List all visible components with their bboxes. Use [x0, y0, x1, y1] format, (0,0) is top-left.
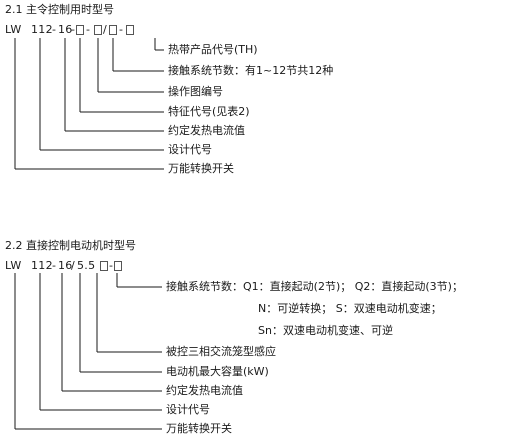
- s1-label-design: 设计代号: [168, 143, 212, 156]
- s2-code-capacity: 5.5: [77, 259, 96, 272]
- s1-placeholder-feature: [76, 25, 84, 35]
- s1-code-sep4: -: [119, 23, 124, 36]
- s2-label-capacity: 电动机最大容量(kW): [166, 365, 269, 378]
- s1-code-slash: /: [103, 23, 108, 36]
- s2-placeholder-contacts-b: [114, 261, 122, 271]
- s1-code-current: 16: [58, 23, 73, 36]
- s2-code-sep2: -: [109, 259, 114, 272]
- s1-code-sep3: -: [86, 23, 91, 36]
- s1-label-feature: 特征代号(见表2): [168, 105, 250, 118]
- s2-label-contacts-line2: N：可逆转换； S：双速电动机变速；: [258, 302, 442, 315]
- s1-label-contacts: 接触系统节数：有1~12节共12种: [168, 64, 334, 77]
- s1-label-switch: 万能转换开关: [168, 162, 234, 175]
- s1-placeholder-contacts: [109, 25, 117, 35]
- s2-label-current: 约定发热电流值: [166, 384, 243, 397]
- s2-code-series: 112: [31, 259, 53, 272]
- s1-placeholder-diagram: [94, 25, 102, 35]
- s1-code-prefix: LW: [5, 23, 22, 36]
- s2-label-design: 设计代号: [166, 403, 210, 416]
- s1-placeholder-th: [126, 25, 134, 35]
- section1-heading: 2.1 主令控制用时型号: [5, 3, 114, 16]
- s2-placeholder-contacts-a: [100, 261, 108, 271]
- s2-code-sep1: -: [52, 259, 57, 272]
- section2-heading: 2.2 直接控制电动机时型号: [5, 239, 136, 252]
- s2-label-switch: 万能转换开关: [166, 422, 232, 435]
- s2-label-contacts-line1: 接触系统节数：Q1：直接起动(2节)； Q2：直接起动(3节)；: [166, 280, 463, 293]
- s1-code-sep1: -: [52, 23, 57, 36]
- s1-code-series: 112: [31, 23, 53, 36]
- s2-label-contacts-line3: Sn：双速电动机变速、可逆: [258, 324, 393, 337]
- s1-label-current: 约定发热电流值: [168, 124, 245, 137]
- s1-label-th: 热带产品代号(TH): [168, 43, 258, 56]
- s2-code-slash: /: [71, 259, 76, 272]
- s2-code-current: 16: [58, 259, 73, 272]
- s2-code-prefix: LW: [5, 259, 22, 272]
- s1-code-sep2: -: [71, 23, 76, 36]
- s1-label-diagram: 操作图编号: [168, 85, 223, 98]
- s2-label-motor: 被控三相交流笼型感应: [166, 345, 276, 358]
